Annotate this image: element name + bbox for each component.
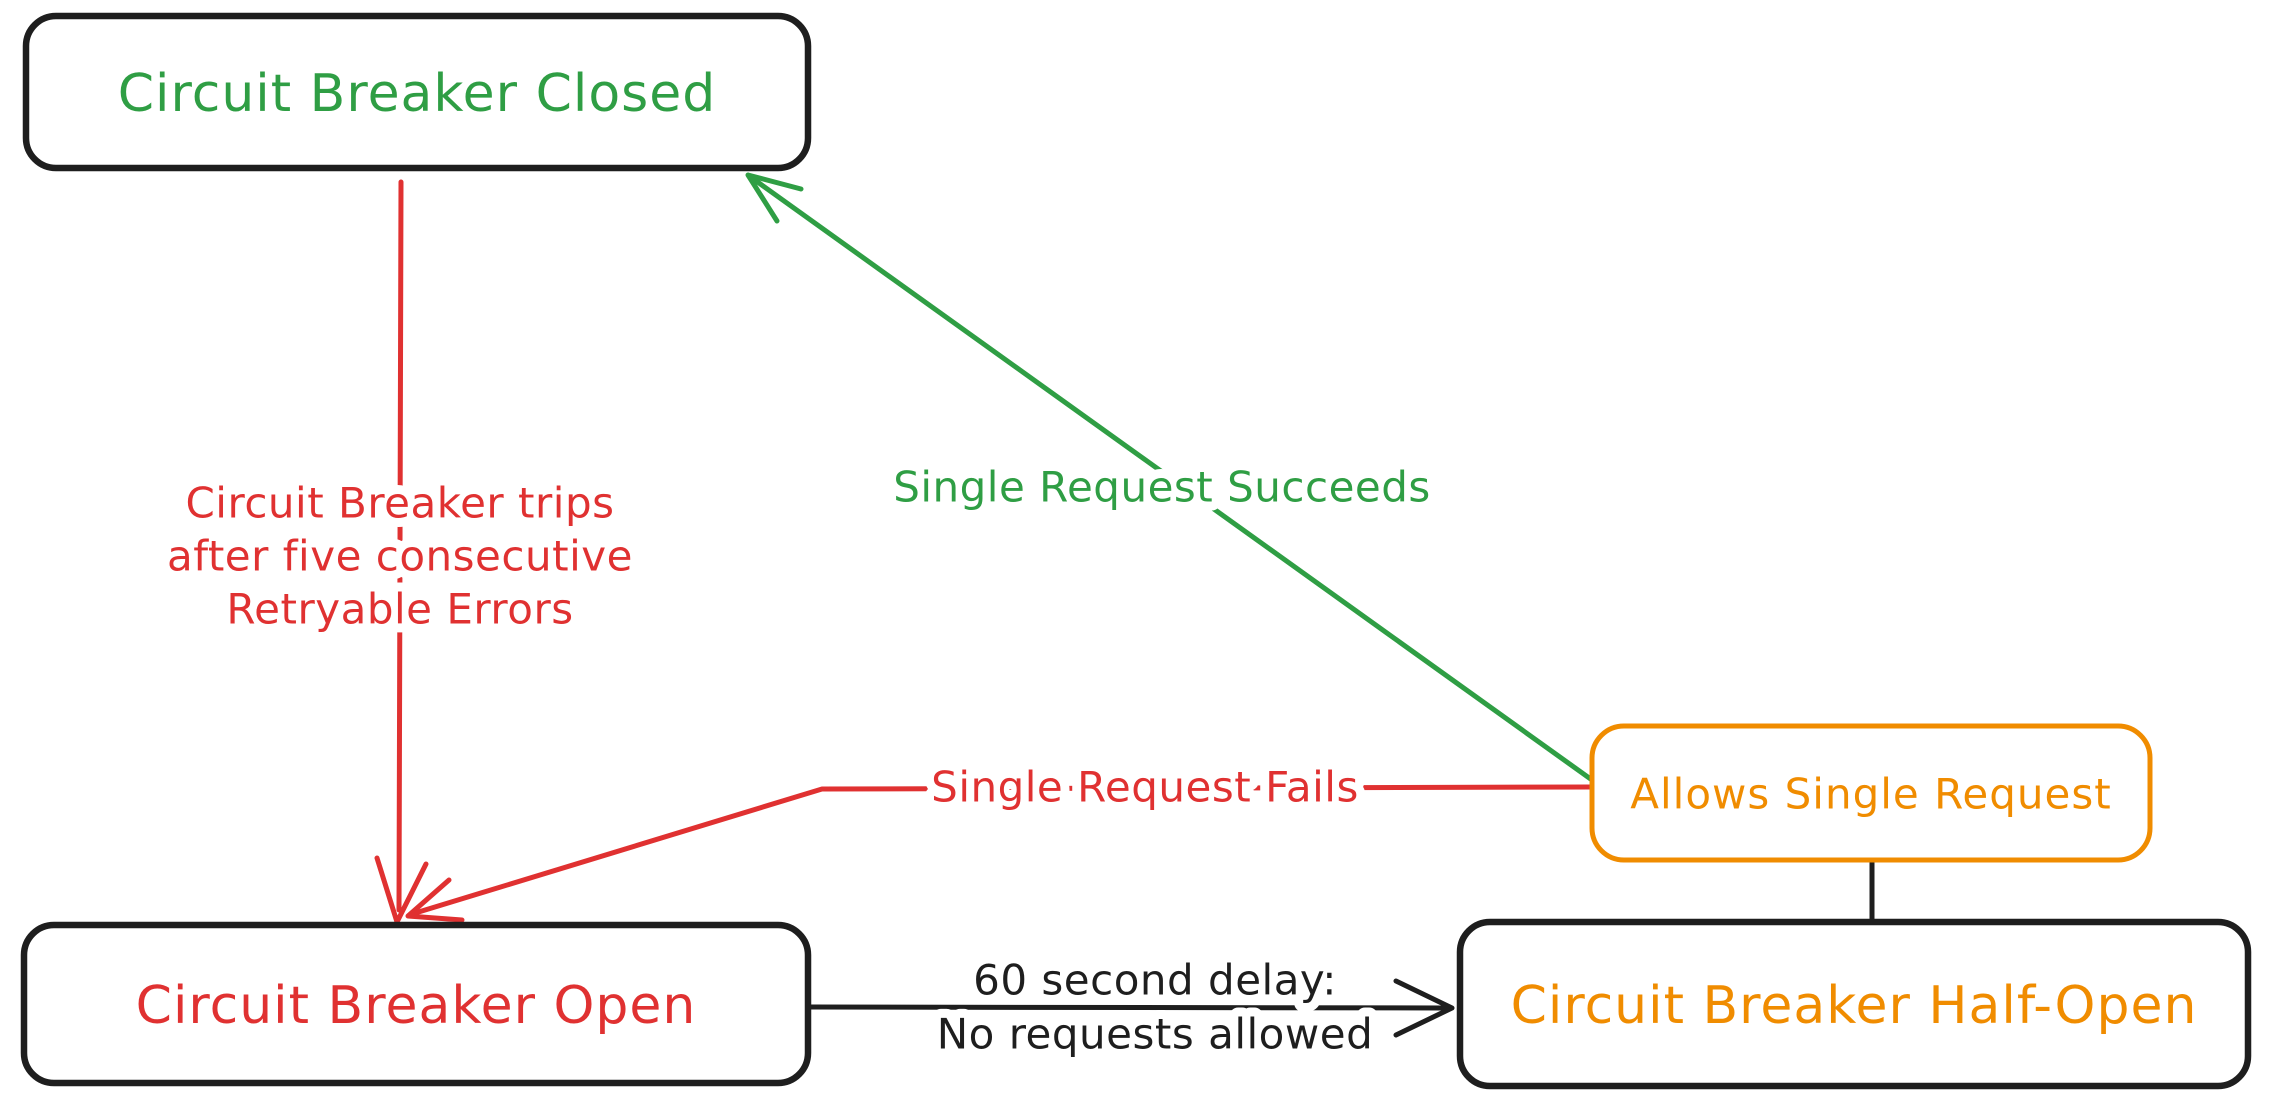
edge-delay-label-line1: 60 second delay: <box>973 956 1337 1005</box>
node-open-label: Circuit Breaker Open <box>136 976 697 1036</box>
node-allows-single-request: Allows Single Request <box>1589 723 2153 863</box>
edge-succeeds-line <box>749 175 1595 783</box>
edge-trips-arrowhead <box>374 855 429 925</box>
node-allows-single-request-box <box>1589 723 2153 863</box>
edge-succeeds-label: Single Request Succeeds <box>893 463 1431 512</box>
edge-fails-line <box>409 784 1595 917</box>
edge-trips-label: Circuit Breaker trips after five consecu… <box>158 470 641 643</box>
node-closed: Circuit Breaker Closed <box>22 12 812 172</box>
edge-trips-label-line3: Retryable Errors <box>226 585 573 634</box>
edge-fails <box>405 784 1595 923</box>
edge-delay-label-line2: No requests allowed <box>937 1010 1373 1059</box>
node-closed-label: Circuit Breaker Closed <box>118 64 717 124</box>
node-half-open-label: Circuit Breaker Half-Open <box>1511 976 2198 1036</box>
node-closed-box <box>22 12 812 172</box>
edge-succeeds-arrowhead <box>745 172 804 224</box>
edge-delay-label: 60 second delay: No requests allowed <box>928 947 1382 1068</box>
edge-succeeds <box>745 172 1595 783</box>
edge-delay <box>807 978 1455 1038</box>
edge-fails-arrowhead <box>405 877 465 923</box>
edge-trips-line <box>396 179 404 913</box>
edge-fails-label: Single Request Fails <box>931 763 1359 812</box>
node-open-box <box>20 921 812 1087</box>
node-open: Circuit Breaker Open <box>20 921 812 1087</box>
node-allows-single-request-label: Allows Single Request <box>1630 770 2111 819</box>
edge-trips-label-line1: Circuit Breaker trips <box>185 479 614 528</box>
edge-delay-arrowhead <box>1393 978 1455 1038</box>
edge-trips-label-line2: after five consecutive <box>167 532 633 581</box>
edge-trips <box>374 179 429 925</box>
node-half-open-box <box>1456 918 2252 1090</box>
node-half-open: Circuit Breaker Half-Open <box>1456 918 2252 1090</box>
edge-delay-line <box>807 1004 1447 1011</box>
